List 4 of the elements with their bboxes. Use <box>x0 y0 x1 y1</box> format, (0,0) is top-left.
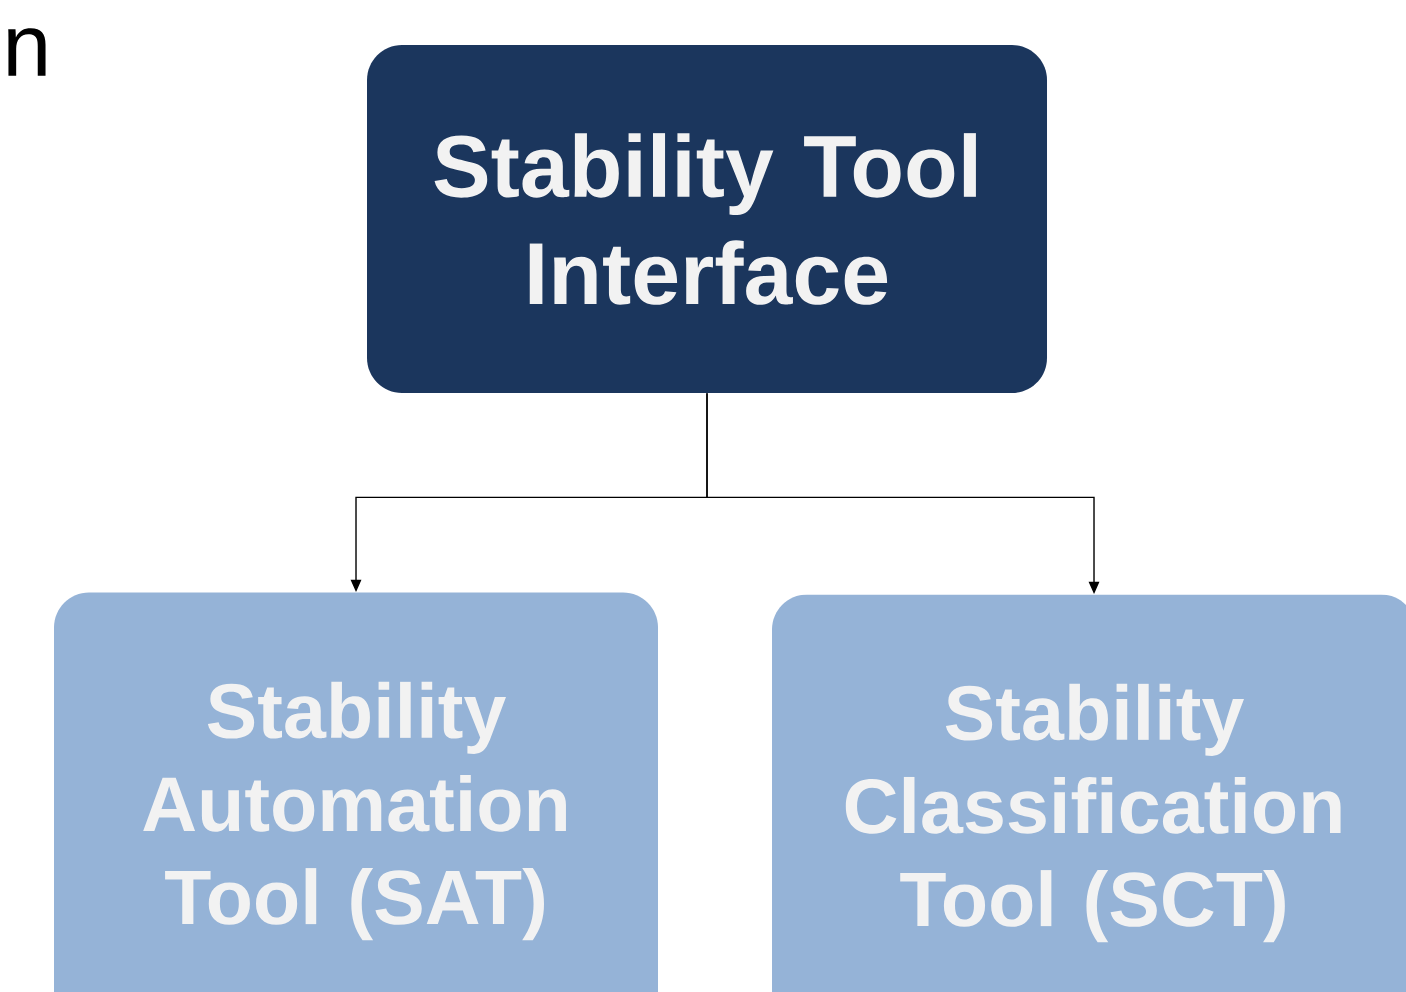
interface-box: Stability Tool Interface <box>367 45 1047 393</box>
tool-box: Stability Automation Tool (SAT) <box>54 592 658 992</box>
tool-box: Stability Classification Tool (SCT) <box>772 594 1406 992</box>
text-fragment: n <box>8 28 46 76</box>
